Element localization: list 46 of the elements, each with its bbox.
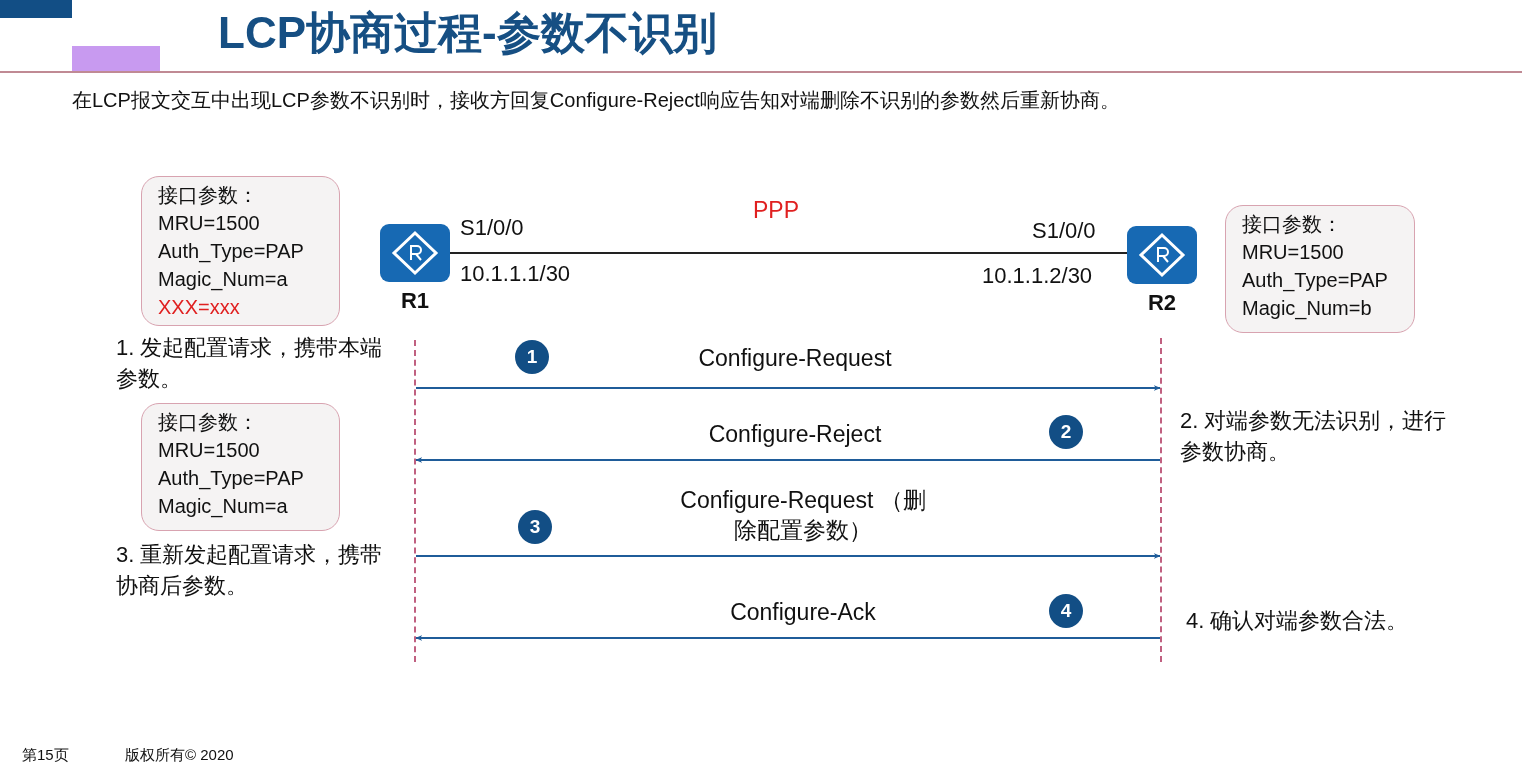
description-text: 在LCP报文交互中出现LCP参数不识别时，接收方回复Configure-Reject响应告知对端删除不识别的参数然后重新协商。 <box>72 88 1120 113</box>
message-arrow <box>415 457 1161 463</box>
parameter-text: Magic_Num=b <box>1242 296 1373 322</box>
parameter-text: XXX=xxx <box>158 295 241 320</box>
interface-label: S1/0/0 <box>460 214 524 242</box>
message-label: Configure-Reject <box>707 420 883 449</box>
message-label: Configure-Request （删除配置参数） <box>679 486 927 545</box>
parameter-text: Auth_Type=PAP <box>158 466 305 492</box>
message-arrow <box>415 635 1161 641</box>
slide-title: LCP协商过程-参数不识别 <box>218 7 717 59</box>
parameter-text: 接口参数： <box>158 183 259 208</box>
parameter-text: Magic_Num=a <box>158 494 289 520</box>
message-arrow <box>415 553 1161 559</box>
lifeline <box>414 340 416 662</box>
step-note: 3. 重新发起配置请求，携带协商后参数。 <box>116 541 384 600</box>
parameter-text: Magic_Num=a <box>158 267 289 293</box>
message-label: Configure-Request <box>697 344 893 373</box>
step-note: 4. 确认对端参数合法。 <box>1186 607 1410 635</box>
parameter-text: MRU=1500 <box>158 438 261 463</box>
step-note: 2. 对端参数无法识别，进行参数协商。 <box>1180 407 1448 466</box>
parameter-box <box>141 403 340 531</box>
router-label: R1 <box>400 288 430 314</box>
footer-text: 版权所有© 2020 <box>125 745 234 765</box>
parameter-text: 接口参数： <box>1242 212 1343 237</box>
step-number: 2 <box>1049 415 1083 449</box>
step-note: 1. 发起配置请求，携带本端参数。 <box>116 334 384 393</box>
message-label: PPP <box>752 196 800 225</box>
parameter-box <box>1225 205 1415 333</box>
step-number: 4 <box>1049 594 1083 628</box>
step-number: 1 <box>515 340 549 374</box>
parameter-text: 接口参数： <box>158 410 259 435</box>
parameter-text: MRU=1500 <box>158 211 261 236</box>
parameter-text: MRU=1500 <box>1242 240 1345 265</box>
message-arrow <box>415 385 1161 391</box>
parameter-text: Auth_Type=PAP <box>158 239 305 265</box>
step-number: 3 <box>518 510 552 544</box>
parameter-text: Auth_Type=PAP <box>1242 268 1389 294</box>
interface-label: S1/0/0 <box>1032 217 1096 245</box>
parameter-box <box>141 176 340 326</box>
interface-label: 10.1.1.2/30 <box>982 262 1093 290</box>
message-label: Configure-Ack <box>729 598 877 627</box>
link-line <box>449 252 1128 254</box>
router-label: R2 <box>1147 290 1177 316</box>
interface-label: 10.1.1.1/30 <box>460 260 571 288</box>
lifeline <box>1160 338 1162 662</box>
footer-text: 第15页 <box>22 745 69 765</box>
